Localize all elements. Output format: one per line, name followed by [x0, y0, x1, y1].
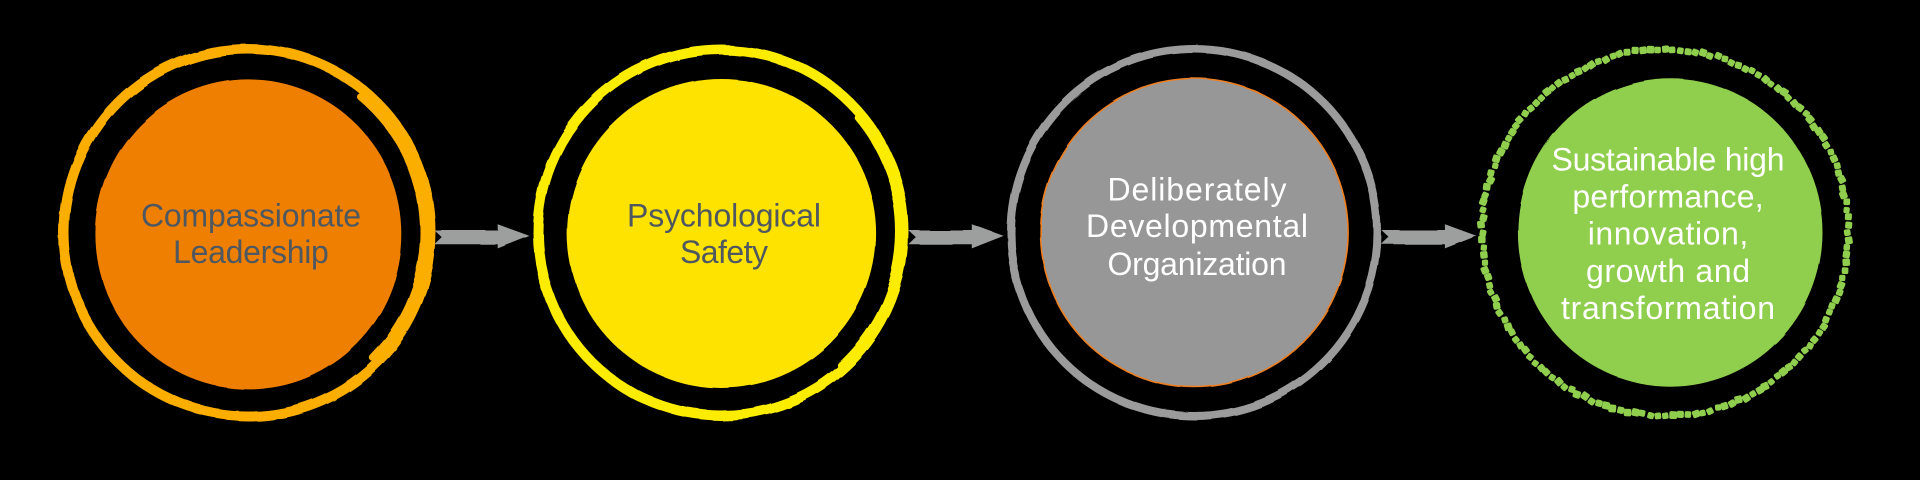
svg-text:Organization: Organization: [1108, 246, 1287, 282]
svg-text:Sustainable high: Sustainable high: [1552, 141, 1785, 177]
svg-text:Leadership: Leadership: [173, 234, 329, 270]
svg-text:Developmental: Developmental: [1086, 208, 1308, 244]
svg-text:innovation,: innovation,: [1588, 216, 1749, 252]
svg-text:transformation: transformation: [1561, 290, 1775, 326]
svg-text:Psychological: Psychological: [627, 198, 821, 234]
svg-text:Safety: Safety: [680, 234, 768, 270]
svg-text:performance,: performance,: [1572, 179, 1763, 215]
svg-text:Compassionate: Compassionate: [141, 198, 361, 234]
svg-text:Deliberately: Deliberately: [1108, 172, 1287, 208]
svg-text:growth and: growth and: [1586, 253, 1750, 289]
